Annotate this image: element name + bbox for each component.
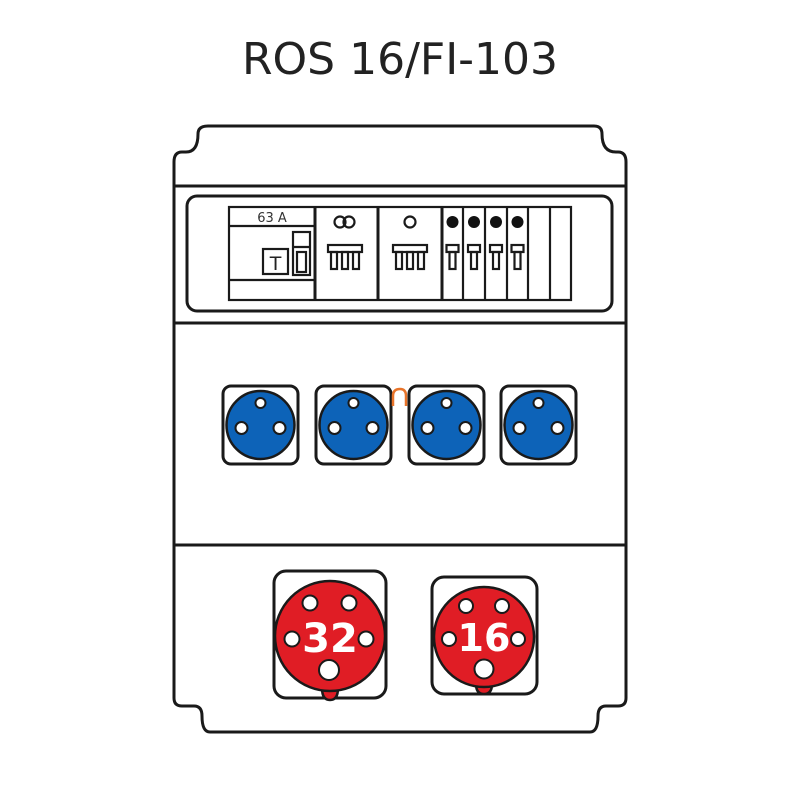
socket-230v-1[interactable] — [221, 384, 300, 466]
dot-icon — [446, 216, 459, 228]
rcd-rating: 63 A — [257, 211, 287, 226]
dot-icon — [490, 216, 502, 228]
cee-socket-16a[interactable]: 16 — [430, 575, 539, 696]
enclosure-outline — [172, 124, 628, 734]
dot-icon — [468, 216, 480, 228]
page-title: ROS 16/FI-103 — [241, 34, 559, 85]
breaker-3pole-a[interactable] — [326, 215, 364, 271]
double-circle-icon — [333, 215, 347, 229]
breaker-1pole-2[interactable] — [466, 216, 482, 271]
circle-icon — [403, 215, 417, 229]
bridge-link — [391, 387, 408, 406]
rcd-test-label: T — [269, 253, 282, 275]
rcd-test-button — [261, 247, 290, 276]
cee-socket-16a-label: 16 — [458, 616, 511, 660]
breaker-panel: 63 A T — [185, 194, 614, 313]
dot-icon — [511, 216, 524, 228]
module-dividers — [313, 207, 552, 300]
toggle-3pole — [326, 243, 364, 271]
rcd-module: 63 A T — [229, 211, 315, 282]
socket-230v-2[interactable] — [314, 384, 393, 466]
cee-socket-32a[interactable]: 32 — [272, 569, 388, 702]
socket-row-230v — [221, 384, 578, 466]
socket-230v-3[interactable] — [407, 384, 486, 466]
breaker-1pole-1[interactable] — [445, 216, 460, 271]
toggle-3pole — [391, 243, 429, 271]
breaker-1pole-4[interactable] — [510, 216, 525, 271]
cee-socket-32a-label: 32 — [302, 616, 358, 662]
socket-230v-4[interactable] — [499, 384, 578, 466]
breaker-1pole-3[interactable] — [488, 216, 504, 271]
breaker-3pole-b[interactable] — [391, 215, 429, 271]
